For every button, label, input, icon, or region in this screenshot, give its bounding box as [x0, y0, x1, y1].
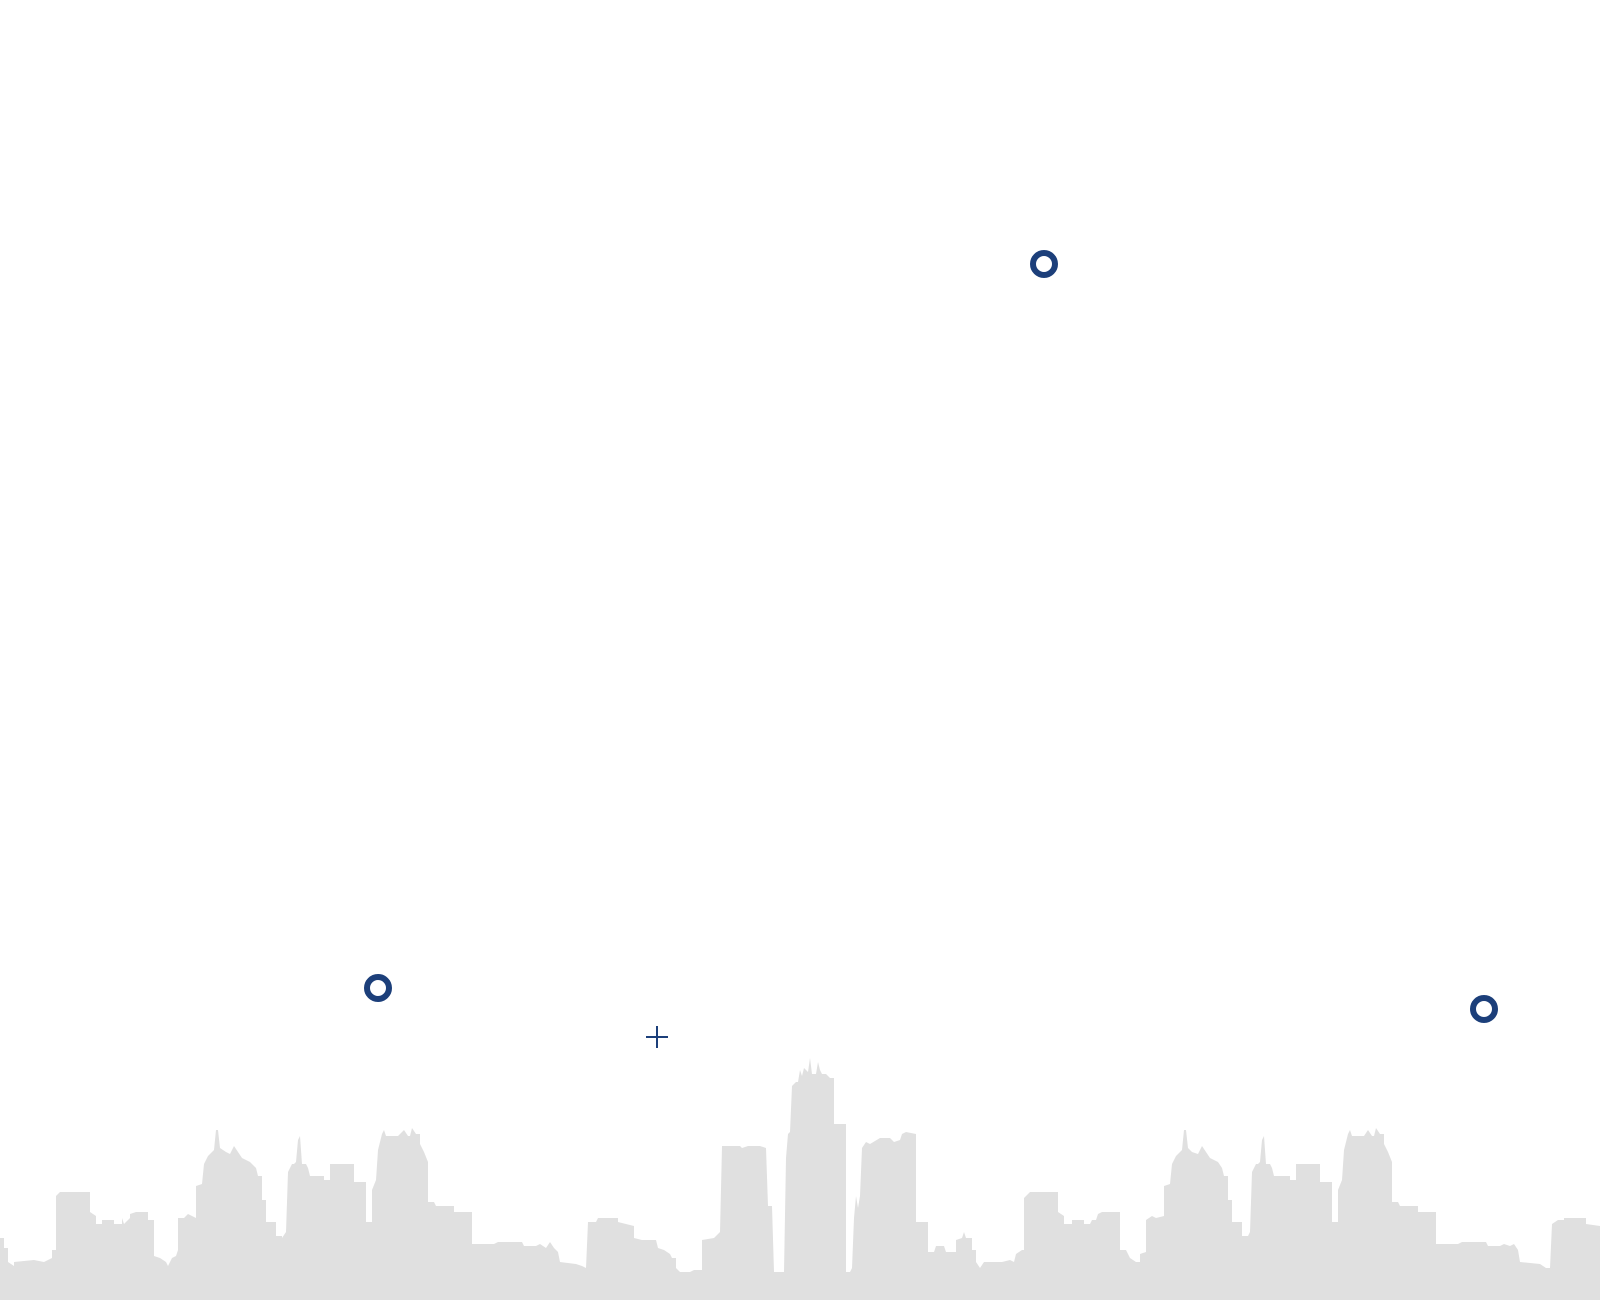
- ring-target-icon[interactable]: [1030, 250, 1058, 278]
- ring-target-icon[interactable]: [364, 974, 392, 1002]
- ring-target-icon[interactable]: [1470, 995, 1498, 1023]
